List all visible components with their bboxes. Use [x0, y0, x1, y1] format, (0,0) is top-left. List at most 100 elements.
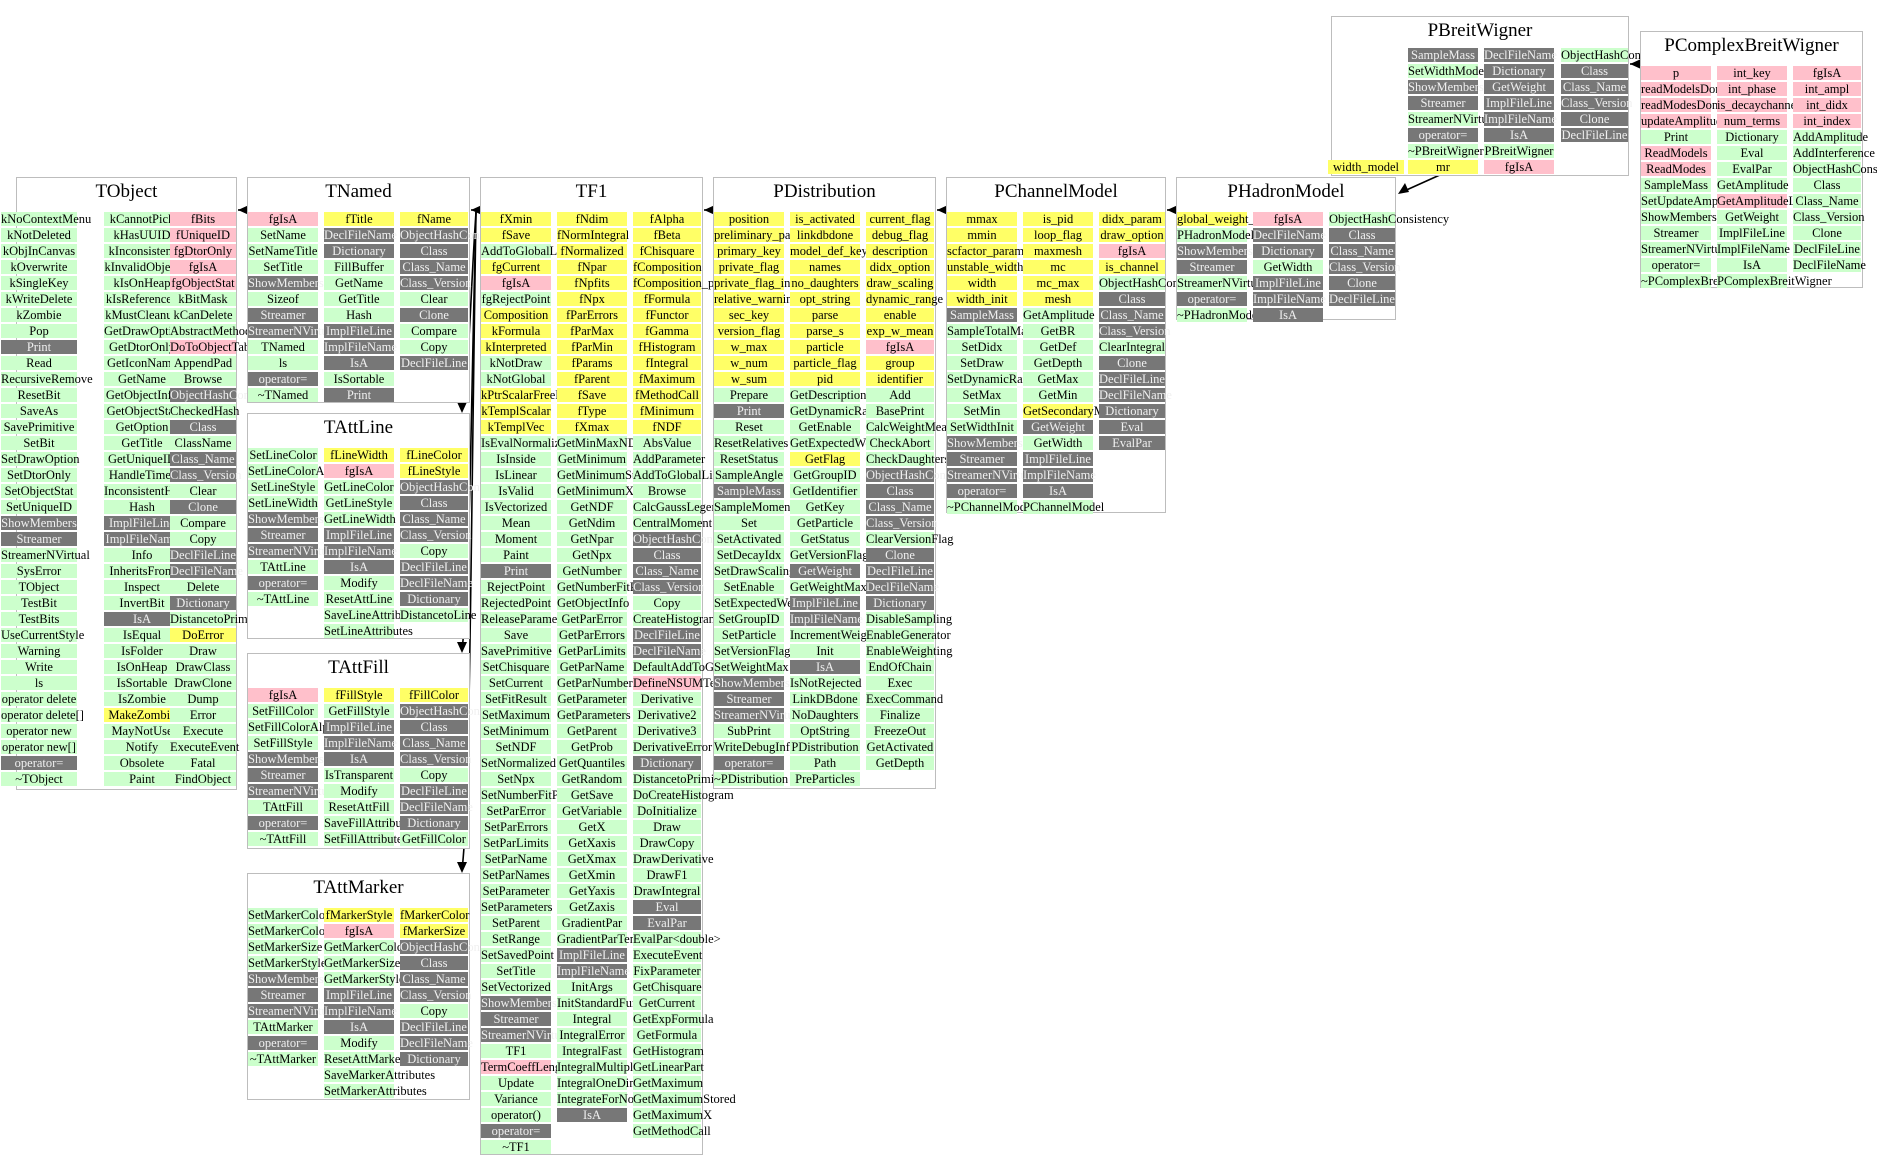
member-preliminary-particles: preliminary_particles	[714, 228, 821, 242]
member-setmarkercolor: SetMarkerColor	[248, 908, 330, 922]
member-getnpx: GetNpx	[557, 548, 627, 562]
member-definensumterm: DefineNSUMTerm	[633, 676, 730, 690]
member-makezombie: MakeZombie	[104, 708, 180, 722]
member-dynamic-range: dynamic_range	[866, 292, 944, 306]
member-implfilename: ImplFileName	[324, 544, 397, 558]
member-dictionary: Dictionary	[866, 596, 934, 610]
member-koverwrite: kOverwrite	[1, 260, 77, 274]
member-num-terms: num_terms	[1717, 114, 1787, 128]
member-preparticles: PreParticles	[790, 772, 860, 786]
member-drawintegral: DrawIntegral	[633, 884, 701, 898]
member-flinecolor: fLineColor	[400, 448, 468, 462]
member-scfactor-param: scfactor_param	[947, 244, 1025, 258]
member-evalpar-double: EvalPar<double>	[633, 932, 721, 946]
member-getvariable: GetVariable	[557, 804, 627, 818]
member-phadronmodel: ~PHadronModel	[1177, 308, 1261, 322]
member-setfillattributes: SetFillAttributes	[324, 832, 408, 846]
member-tnamed: ~TNamed	[248, 388, 318, 402]
member-initstandardfunctions: InitStandardFunctions	[557, 996, 669, 1010]
member-gradientpartempl-double: GradientParTempl<double>	[557, 932, 698, 946]
member-operator: operator=	[714, 756, 784, 770]
member-getparlimits: GetParLimits	[557, 644, 627, 658]
member-class-version: Class_Version	[1793, 210, 1865, 224]
member-objecthashconsistency: ObjectHashConsistency	[400, 480, 521, 494]
member-endofchain: EndOfChain	[866, 660, 934, 674]
member-testbit: TestBit	[1, 596, 77, 610]
member-gethistogram: GetHistogram	[633, 1044, 704, 1058]
member-executeevent: ExecuteEvent	[633, 948, 703, 962]
member-ktemplscalar: kTemplScalar	[481, 404, 551, 418]
member-isa: IsA	[1484, 128, 1554, 142]
member-class-version: Class_Version	[633, 580, 705, 594]
member-position: position	[714, 212, 784, 226]
member-appendpad: AppendPad	[170, 356, 236, 370]
member-declfilename: DeclFileName	[400, 1036, 473, 1050]
member-setnormalized: SetNormalized	[481, 756, 556, 770]
member-operator: operator=	[1177, 292, 1247, 306]
member-ftype: fType	[557, 404, 627, 418]
member-fmaximum: fMaximum	[633, 372, 701, 386]
member-fnpfits: fNpfits	[557, 276, 627, 290]
member-description: description	[866, 244, 934, 258]
member-declfilename: DeclFileName	[324, 228, 397, 242]
member-savelineattributes: SaveLineAttributes	[324, 608, 422, 622]
member-streamer: Streamer	[248, 988, 318, 1002]
member-class: Class	[400, 720, 468, 734]
member-operator: operator=	[1641, 258, 1711, 272]
member-samplemomentum: SampleMomentum	[714, 500, 810, 514]
member-setversionflag: SetVersionFlag	[714, 644, 791, 658]
member-isa: IsA	[324, 752, 394, 766]
member-declfilename: DeclFileName	[170, 564, 243, 578]
member-fnpx: fNpx	[557, 292, 627, 306]
member-streamernvirtual: StreamerNVirtual	[248, 544, 337, 558]
member-gettitle: GetTitle	[324, 292, 394, 306]
member-fgisa: fgIsA	[170, 260, 236, 274]
member-fname: fName	[400, 212, 468, 226]
member-class: Class	[633, 548, 701, 562]
member-model-def-key: model_def_key	[790, 244, 868, 258]
member-setmaximum: SetMaximum	[481, 708, 551, 722]
member-distancetoprimitive: DistancetoPrimitive	[170, 612, 270, 626]
member-declfileline: DeclFileLine	[400, 784, 468, 798]
member-handletimer: HandleTimer	[104, 468, 180, 482]
member-getparameter: GetParameter	[557, 692, 627, 706]
member-streamernvirtual: StreamerNVirtual	[481, 1028, 570, 1042]
member-copy: Copy	[633, 596, 701, 610]
member-declfilename: DeclFileName	[400, 800, 473, 814]
member-showmembers: ShowMembers	[248, 752, 324, 766]
member-declfileline: DeclFileLine	[633, 628, 701, 642]
member-print: Print	[1641, 130, 1711, 144]
member-streamernvirtual: StreamerNVirtual	[1641, 242, 1730, 256]
member-dictionary: Dictionary	[1484, 64, 1554, 78]
member-setparameters: SetParameters	[481, 900, 553, 914]
member-unstable-width: unstable_width	[947, 260, 1024, 274]
member-settitle: SetTitle	[248, 260, 318, 274]
member-eval: Eval	[633, 900, 701, 914]
member-fatal: Fatal	[170, 756, 236, 770]
member-getamplitude: GetAmplitude	[1717, 178, 1789, 192]
member-class-version: Class_Version	[170, 468, 242, 482]
member-implfilename: ImplFileName	[324, 1004, 397, 1018]
member-setlinewidth: SetLineWidth	[248, 496, 318, 510]
member-streamernvirtual: StreamerNVirtual	[947, 468, 1036, 482]
member-fillbuffer: FillBuffer	[324, 260, 394, 274]
member-operator: operator=	[248, 1036, 318, 1050]
member-didx-option: didx_option	[866, 260, 934, 274]
member-kcannotpick: kCannotPick	[104, 212, 180, 226]
member-is-channel: is_channel	[1099, 260, 1165, 274]
member-class-name: Class_Name	[633, 564, 701, 578]
member-getexpformula: GetExpFormula	[633, 1012, 714, 1026]
member-flinestyle: fLineStyle	[400, 464, 468, 478]
member-kptrscalarfreefcn: kPtrScalarFreeFcn	[481, 388, 575, 402]
member-clone: Clone	[1329, 276, 1395, 290]
member-class: Class	[1329, 228, 1395, 242]
member-class: Class	[170, 420, 236, 434]
